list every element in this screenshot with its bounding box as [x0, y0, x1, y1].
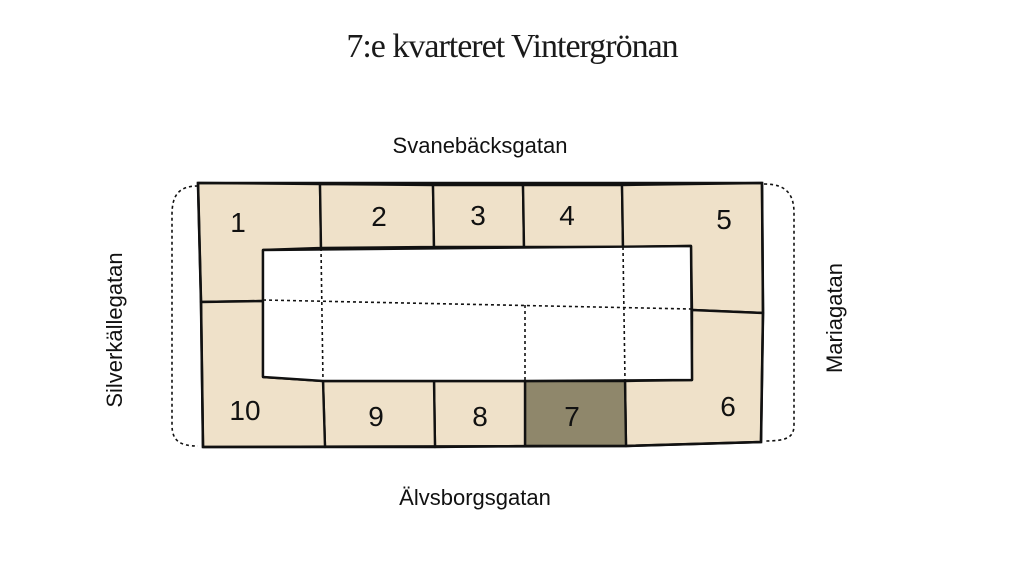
plot-label-2: 2: [371, 201, 387, 232]
courtyard: [261, 244, 694, 383]
plot-label-1: 1: [230, 207, 246, 238]
street-label-south: Älvsborgsgatan: [399, 485, 551, 510]
courtyard-divider-horizontal: [262, 299, 692, 310]
west-street-boundary: [171, 185, 199, 447]
courtyard-divider-left: [320, 247, 324, 382]
plot-label-10: 10: [229, 395, 260, 426]
street-label-east: Mariagatan: [822, 263, 847, 373]
street-label-west: Silverkällegatan: [102, 252, 127, 407]
plot-label-5: 5: [716, 204, 732, 235]
plot-label-8: 8: [472, 401, 488, 432]
east-street-boundary: [763, 183, 795, 442]
plot-label-7: 7: [564, 401, 580, 432]
street-label-north: Svanebäcksgatan: [393, 133, 568, 158]
plot-label-4: 4: [559, 200, 575, 231]
plot-label-6: 6: [720, 391, 736, 422]
plot-label-3: 3: [470, 200, 486, 231]
plot-label-9: 9: [368, 401, 384, 432]
courtyard-divider-right: [622, 246, 626, 382]
block-outline: [196, 181, 765, 449]
map-title: 7:e kvarteret Vintergrönan: [346, 28, 678, 65]
